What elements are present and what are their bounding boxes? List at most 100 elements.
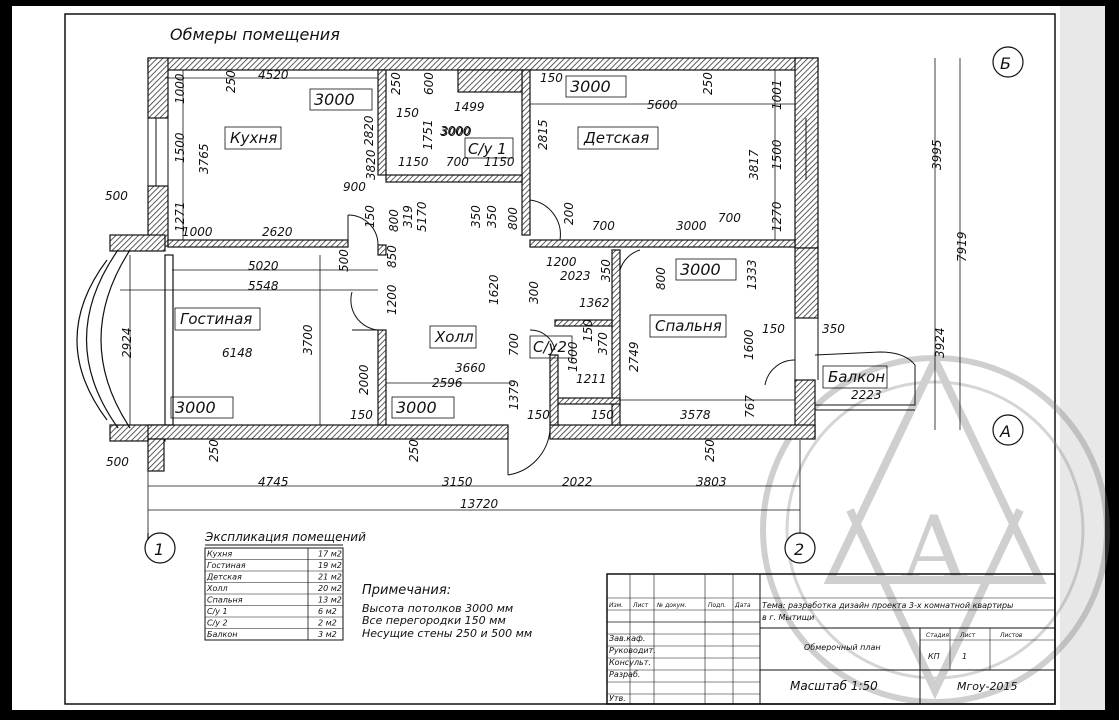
notes-title: Примечания:	[362, 583, 451, 598]
svg-text:5020: 5020	[248, 259, 279, 273]
svg-text:150: 150	[527, 408, 550, 422]
svg-text:2815: 2815	[536, 119, 550, 150]
svg-text:1499: 1499	[454, 100, 485, 114]
svg-text:3000: 3000	[440, 124, 471, 138]
explication-room-name: Холл	[206, 584, 228, 593]
note-line: Все перегородки 150 мм	[362, 614, 506, 627]
note-line: Высота потолков 3000 мм	[362, 602, 513, 615]
svg-text:250: 250	[224, 70, 238, 93]
svg-text:3660: 3660	[455, 361, 486, 375]
theme-line: в г. Мытищи	[762, 613, 814, 622]
svg-text:Лист: Лист	[632, 602, 649, 609]
notes: Примечания: Высота потолков 3000 мм Все …	[362, 583, 532, 640]
svg-text:Зав.каф.: Зав.каф.	[609, 634, 645, 643]
svg-text:700: 700	[718, 211, 741, 225]
room-labels: Кухня С/у 1 Детская Гостиная Холл С/у2 С…	[180, 129, 885, 386]
svg-text:700: 700	[507, 333, 521, 356]
note-line: Несущие стены 250 и 500 мм	[362, 627, 532, 640]
balcony-outline	[814, 351, 916, 411]
svg-text:1001: 1001	[770, 79, 784, 110]
svg-text:2620: 2620	[262, 225, 293, 239]
explication-room-area: 20 м2	[318, 584, 342, 593]
svg-text:3150: 3150	[442, 475, 473, 489]
svg-text:500: 500	[337, 249, 351, 272]
svg-text:767: 767	[743, 395, 757, 418]
svg-text:150: 150	[762, 322, 785, 336]
svg-text:150: 150	[350, 408, 373, 422]
svg-text:1211: 1211	[576, 372, 607, 386]
explication-title: Экспликация помещений	[204, 530, 366, 544]
svg-text:7919: 7919	[955, 231, 969, 262]
bay-window	[76, 249, 131, 429]
svg-text:2223: 2223	[851, 388, 882, 402]
svg-text:2022: 2022	[562, 475, 593, 489]
height-bedroom: 3000	[680, 260, 721, 279]
svg-text:13720: 13720	[460, 497, 499, 511]
svg-text:500: 500	[106, 455, 129, 469]
label-frames	[174, 126, 888, 389]
svg-text:150: 150	[581, 319, 595, 342]
svg-text:150: 150	[363, 205, 377, 228]
svg-text:800: 800	[506, 207, 520, 230]
explication-room-name: С/у 1	[207, 607, 228, 616]
svg-text:КП: КП	[928, 652, 940, 661]
svg-text:1362: 1362	[579, 296, 610, 310]
axis-2: 2	[794, 540, 804, 559]
svg-text:3700: 3700	[301, 324, 315, 355]
explication-room-name: Спальня	[207, 596, 243, 605]
svg-text:5548: 5548	[248, 279, 279, 293]
svg-text:Разраб.: Разраб.	[609, 670, 640, 679]
svg-text:250: 250	[701, 72, 715, 95]
axis-a: А	[999, 422, 1011, 441]
org-label: Мгоу-2015	[957, 680, 1017, 693]
doors	[347, 199, 796, 476]
explication-room-area: 17 м2	[318, 550, 342, 559]
svg-text:№ докум.: № докум.	[656, 602, 687, 609]
explication-room-name: С/у 2	[207, 619, 228, 628]
room-kitchen: Кухня	[230, 129, 277, 147]
svg-text:900: 900	[343, 180, 366, 194]
svg-text:350: 350	[599, 259, 613, 282]
svg-text:200: 200	[562, 202, 576, 225]
svg-text:1000: 1000	[182, 225, 213, 239]
sheet-name: Обмерочный план	[804, 643, 881, 652]
title-block	[606, 573, 1056, 705]
ceiling-heights: 3000 3000 3000 3000 3000 3000	[175, 77, 721, 417]
svg-text:3000: 3000	[676, 219, 707, 233]
plan-title: Обмеры помещения	[170, 25, 340, 44]
svg-text:1150: 1150	[484, 155, 515, 169]
dimension-lines	[120, 58, 961, 540]
scale-label: Масштаб 1:50	[790, 679, 878, 693]
room-bedroom: Спальня	[655, 317, 722, 335]
explication-room-area: 6 м2	[318, 607, 337, 616]
svg-text:1620: 1620	[487, 274, 501, 305]
svg-text:1333: 1333	[745, 259, 759, 290]
explication-room-name: Кухня	[207, 550, 232, 559]
svg-text:370: 370	[596, 332, 610, 355]
explication-room-area: 21 м2	[318, 573, 342, 582]
svg-text:Утв.: Утв.	[609, 694, 626, 703]
svg-text:319: 319	[401, 205, 415, 228]
svg-text:2924: 2924	[120, 327, 134, 358]
svg-text:350: 350	[822, 322, 845, 336]
svg-text:Дата: Дата	[734, 602, 751, 609]
explication-room-area: 19 м2	[318, 561, 342, 570]
svg-text:1500: 1500	[173, 132, 187, 163]
svg-text:1271: 1271	[173, 201, 187, 232]
svg-text:4520: 4520	[258, 68, 289, 82]
windows	[147, 118, 819, 380]
svg-text:3924: 3924	[933, 327, 947, 358]
walls	[109, 57, 819, 472]
svg-text:5170: 5170	[415, 201, 429, 232]
svg-text:2000: 2000	[357, 364, 371, 395]
svg-text:300: 300	[527, 281, 541, 304]
svg-text:2749: 2749	[627, 341, 641, 372]
axis-markers	[144, 46, 1024, 564]
svg-text:3817: 3817	[747, 149, 761, 180]
explication-room-name: Детская	[206, 573, 242, 582]
height-kitchen: 3000	[314, 90, 355, 109]
svg-text:800: 800	[387, 209, 401, 232]
svg-text:Лист: Лист	[959, 632, 976, 639]
height-hall: 3000	[396, 398, 437, 417]
